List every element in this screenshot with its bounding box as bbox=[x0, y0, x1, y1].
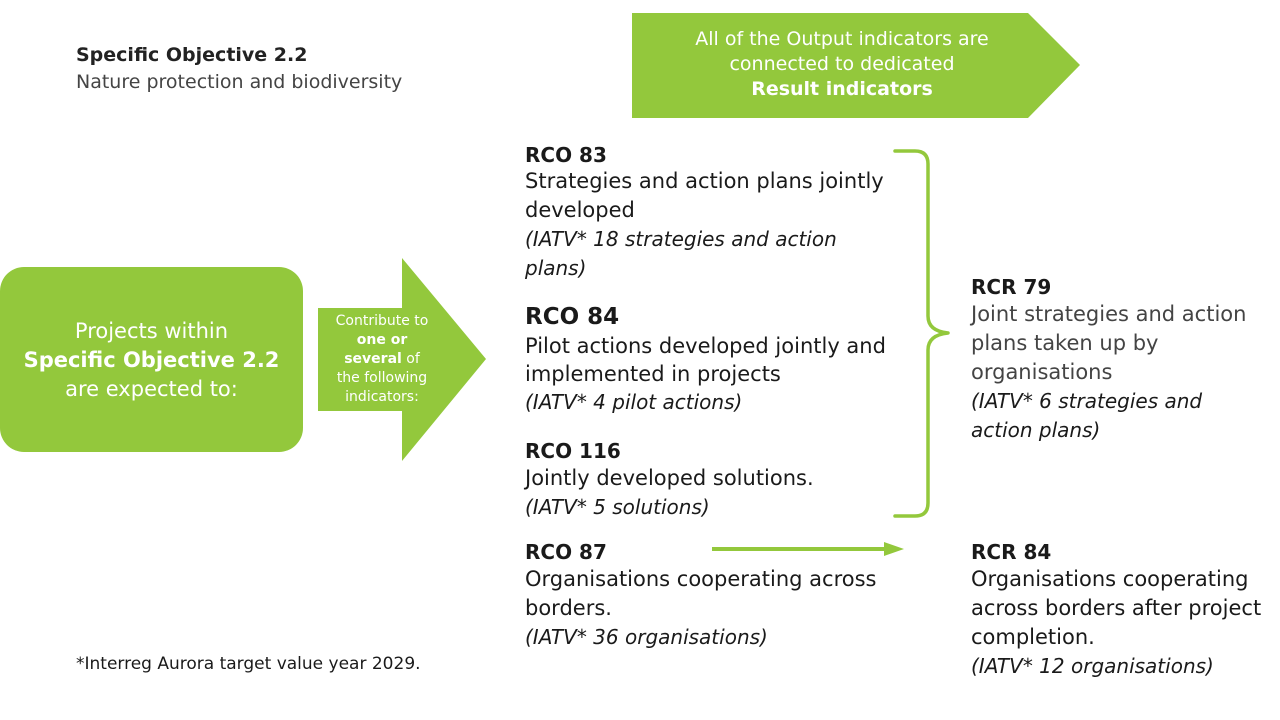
indicator-code: RCR 79 bbox=[971, 275, 1052, 299]
objective-subtitle: Nature protection and biodiversity bbox=[76, 71, 403, 93]
indicator-description: Organisations cooperating across borders… bbox=[971, 567, 1262, 649]
indicator-code: RCO 116 bbox=[525, 439, 621, 463]
indicator-target: (IATV* 36 organisations) bbox=[525, 625, 768, 649]
banner-line-1: All of the Output indicators are bbox=[695, 28, 989, 50]
contribute-bold-1: one or bbox=[356, 332, 408, 348]
indicator-code: RCO 87 bbox=[525, 540, 607, 564]
contribute-line-4: indicators: bbox=[345, 389, 419, 405]
indicator-description: Joint strategies and action plans taken … bbox=[971, 302, 1247, 384]
output-indicator-rco116: RCO 116 Jointly developed solutions. (IA… bbox=[525, 438, 905, 522]
projects-box bbox=[0, 267, 303, 452]
contribute-line-3: the following bbox=[336, 370, 428, 386]
result-indicator-rcr79: RCR 79 Joint strategies and action plans… bbox=[971, 274, 1266, 445]
indicator-target: (IATV* 12 organisations) bbox=[971, 654, 1214, 678]
projects-text: Projects within Specific Objective 2.2 a… bbox=[0, 317, 303, 404]
indicator-target: (IATV* 18 strategies and action plans) bbox=[525, 227, 837, 280]
indicator-code: RCO 83 bbox=[525, 143, 607, 167]
indicator-description: Organisations cooperating across borders… bbox=[525, 567, 877, 620]
banner-bold: Result indicators bbox=[751, 78, 933, 100]
contribute-line-1: Contribute to bbox=[335, 313, 429, 329]
indicator-target: (IATV* 6 strategies and action plans) bbox=[971, 389, 1203, 442]
indicator-code: RCR 84 bbox=[971, 540, 1052, 564]
indicator-description: Strategies and action plans jointly deve… bbox=[525, 169, 884, 222]
projects-line-1: Projects within bbox=[74, 319, 229, 343]
contribute-arrow bbox=[318, 258, 486, 461]
projects-line-3: are expected to: bbox=[65, 377, 238, 401]
objective-title: Specific Objective 2.2 bbox=[76, 44, 308, 66]
output-indicator-rco87: RCO 87 Organisations cooperating across … bbox=[525, 539, 900, 652]
result-indicator-rcr84: RCR 84 Organisations cooperating across … bbox=[971, 539, 1271, 680]
contribute-rest-2: of bbox=[401, 351, 420, 367]
footnote: *Interreg Aurora target value year 2029. bbox=[76, 654, 421, 674]
indicator-description: Jointly developed solutions. bbox=[525, 466, 814, 490]
output-indicator-rco84: RCO 84 Pilot actions developed jointly a… bbox=[525, 302, 905, 417]
output-indicator-rco83: RCO 83 Strategies and action plans joint… bbox=[525, 143, 900, 283]
indicator-code: RCO 84 bbox=[525, 304, 620, 330]
indicator-description: Pilot actions developed jointly and impl… bbox=[525, 334, 886, 386]
indicator-target: (IATV* 4 pilot actions) bbox=[525, 390, 743, 414]
banner-line-2: connected to dedicated bbox=[729, 53, 955, 75]
result-banner-arrow bbox=[632, 13, 1080, 118]
indicator-target: (IATV* 5 solutions) bbox=[525, 495, 710, 519]
contribute-text: Contribute to one or several of the foll… bbox=[322, 312, 442, 407]
result-banner-text: All of the Output indicators are connect… bbox=[632, 27, 1052, 102]
contribute-bold-2: several bbox=[344, 351, 402, 367]
projects-bold: Specific Objective 2.2 bbox=[23, 348, 280, 372]
